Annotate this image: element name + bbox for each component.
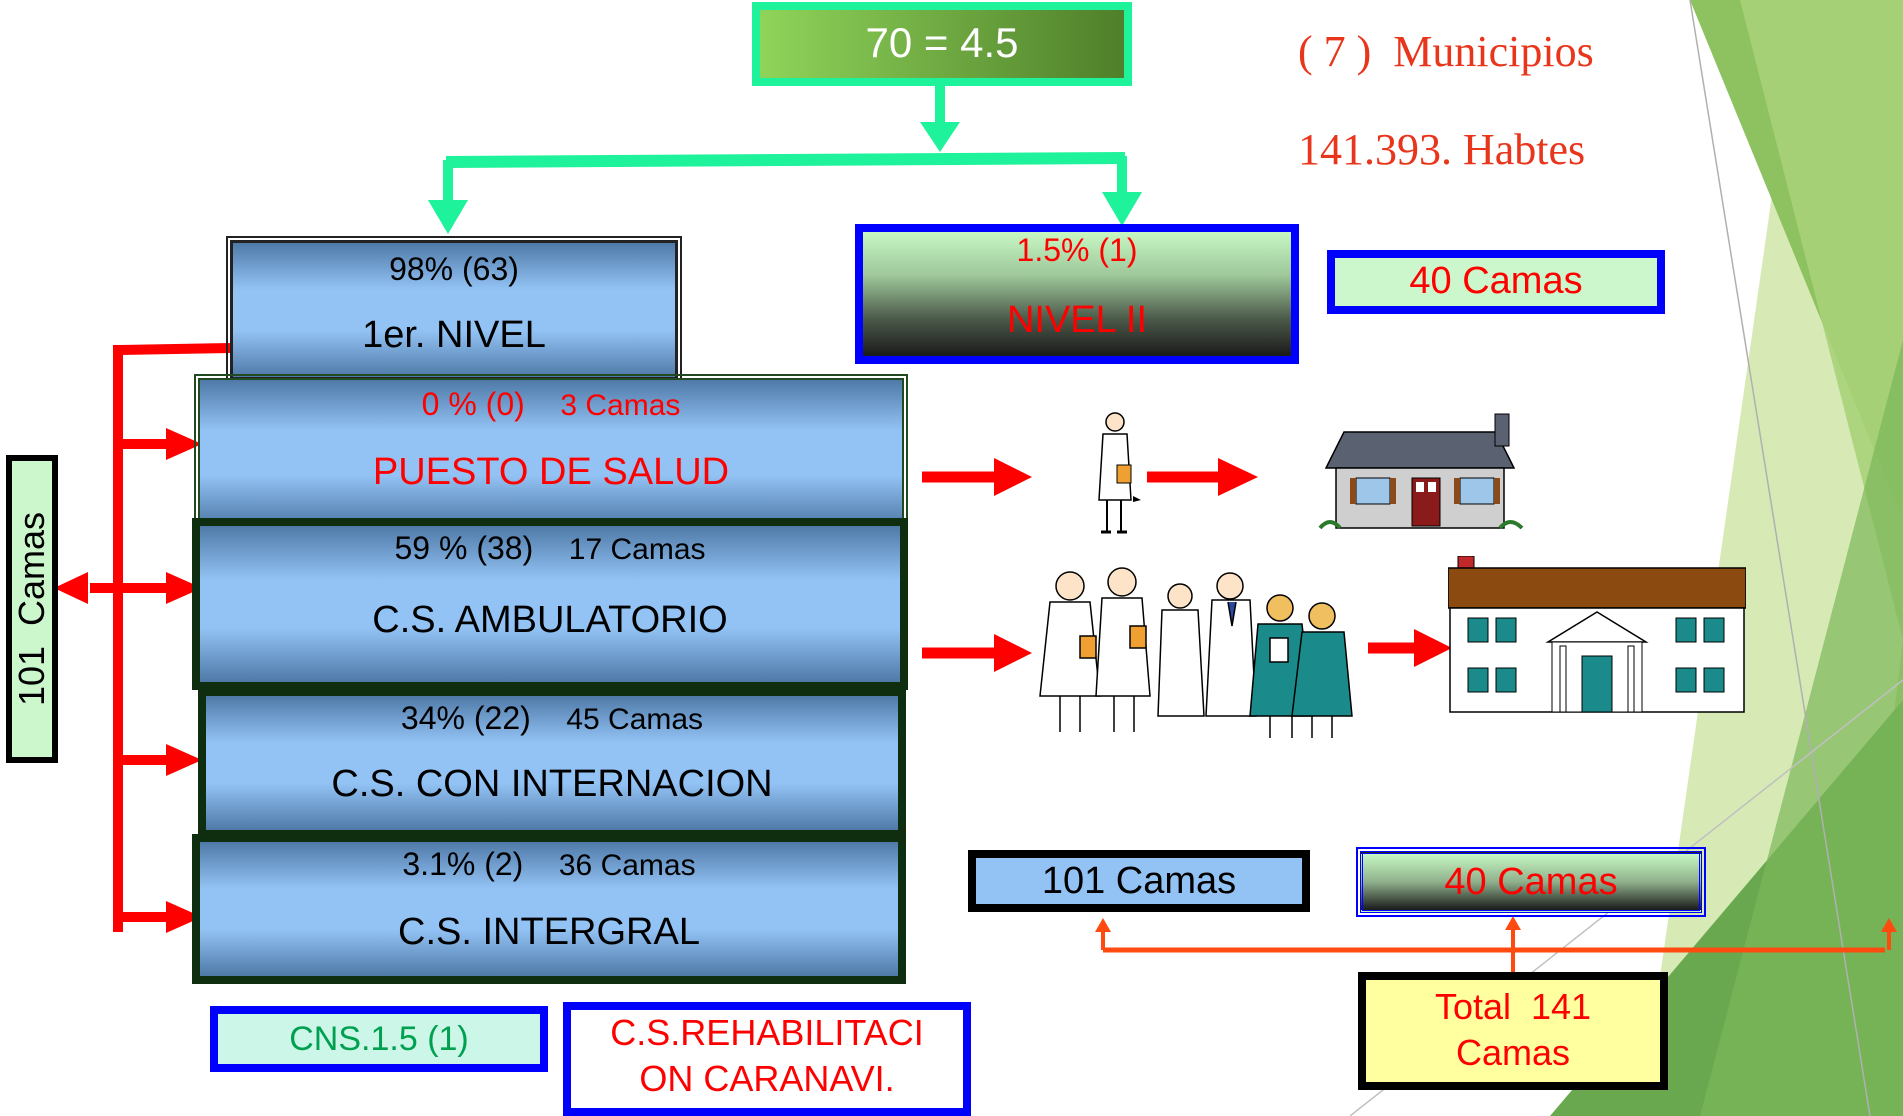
hospital-icon bbox=[1448, 556, 1746, 713]
integral-box: 3.1% (2) 36 Camas C.S. INTERGRAL bbox=[192, 834, 906, 984]
medical-team-icon bbox=[1039, 567, 1353, 738]
internacion-label: C.S. CON INTERNACION bbox=[331, 763, 773, 805]
puesto-salud-label: PUESTO DE SALUD bbox=[372, 451, 730, 493]
nivel-ii-label: NIVEL II bbox=[1006, 299, 1148, 341]
nivel-ii-percent: 1.5% (1) bbox=[1016, 232, 1138, 268]
puesto-salud-header: 0 % (0) 3 Camas bbox=[200, 386, 902, 423]
municipios-text: ( 7 ) Municipios bbox=[1298, 27, 1594, 76]
nivel-ii-box: 1.5% (1) NIVEL II bbox=[855, 224, 1299, 364]
camas-40-top-box: 40 Camas bbox=[1327, 250, 1665, 314]
primer-nivel-box: 98% (63) 1er. NIVEL bbox=[226, 236, 682, 384]
puesto-salud-percent: 0 % (0) bbox=[421, 386, 525, 422]
house-icon bbox=[1318, 413, 1524, 530]
internacion-camas: 45 Camas bbox=[566, 703, 704, 736]
ambulatorio-label: C.S. AMBULATORIO bbox=[372, 599, 728, 641]
ambulatorio-camas: 17 Camas bbox=[568, 533, 706, 566]
total-line2: Camas bbox=[1455, 1032, 1571, 1073]
cns-text: CNS.1.5 (1) bbox=[289, 1020, 469, 1058]
total-box: Total 141 Camas bbox=[1358, 972, 1668, 1090]
puesto-salud-box: 0 % (0) 3 Camas PUESTO DE SALUD bbox=[194, 374, 908, 532]
puesto-salud-camas: 3 Camas bbox=[560, 389, 681, 422]
rehab-line2: ON CARANAVI. bbox=[639, 1058, 895, 1099]
primer-nivel-label: 1er. NIVEL bbox=[362, 314, 546, 356]
camas-101-text: 101 Camas bbox=[1041, 860, 1237, 902]
ambulatorio-percent: 59 % (38) bbox=[394, 530, 534, 566]
doctor-icon bbox=[1098, 412, 1141, 534]
ambulatorio-header: 59 % (38) 17 Camas bbox=[200, 530, 900, 567]
rehab-box: C.S.REHABILITACI ON CARANAVI. bbox=[563, 1002, 971, 1116]
camas-40-bottom-box: 40 Camas bbox=[1356, 847, 1706, 917]
camas-101-box: 101 Camas bbox=[968, 850, 1310, 912]
internacion-header: 34% (22) 45 Camas bbox=[206, 700, 898, 737]
total-line1: Total 141 bbox=[1434, 986, 1592, 1027]
rehab-line1: C.S.REHABILITACI bbox=[610, 1012, 924, 1053]
camas-40-top-text: 40 Camas bbox=[1409, 260, 1583, 302]
ratio-box: 70 = 4.5 bbox=[752, 2, 1132, 86]
cns-box: CNS.1.5 (1) bbox=[210, 1006, 548, 1072]
integral-label: C.S. INTERGRAL bbox=[398, 911, 700, 953]
ratio-text: 70 = 4.5 bbox=[865, 19, 1019, 66]
habitantes-text: 141.393. Habtes bbox=[1298, 125, 1586, 174]
internacion-box: 34% (22) 45 Camas C.S. CON INTERNACION bbox=[198, 688, 906, 838]
side-101-camas-box: 101 Camas bbox=[6, 455, 58, 763]
integral-percent: 3.1% (2) bbox=[402, 846, 524, 882]
primer-nivel-percent: 98% (63) bbox=[389, 251, 519, 287]
internacion-percent: 34% (22) bbox=[400, 700, 531, 736]
integral-camas: 36 Camas bbox=[558, 849, 696, 882]
integral-header: 3.1% (2) 36 Camas bbox=[200, 846, 898, 883]
ambulatorio-box: 59 % (38) 17 Camas C.S. AMBULATORIO bbox=[192, 518, 908, 690]
side-101-camas-text: 101 Camas bbox=[11, 511, 52, 707]
camas-40-bottom-text: 40 Camas bbox=[1444, 861, 1618, 903]
